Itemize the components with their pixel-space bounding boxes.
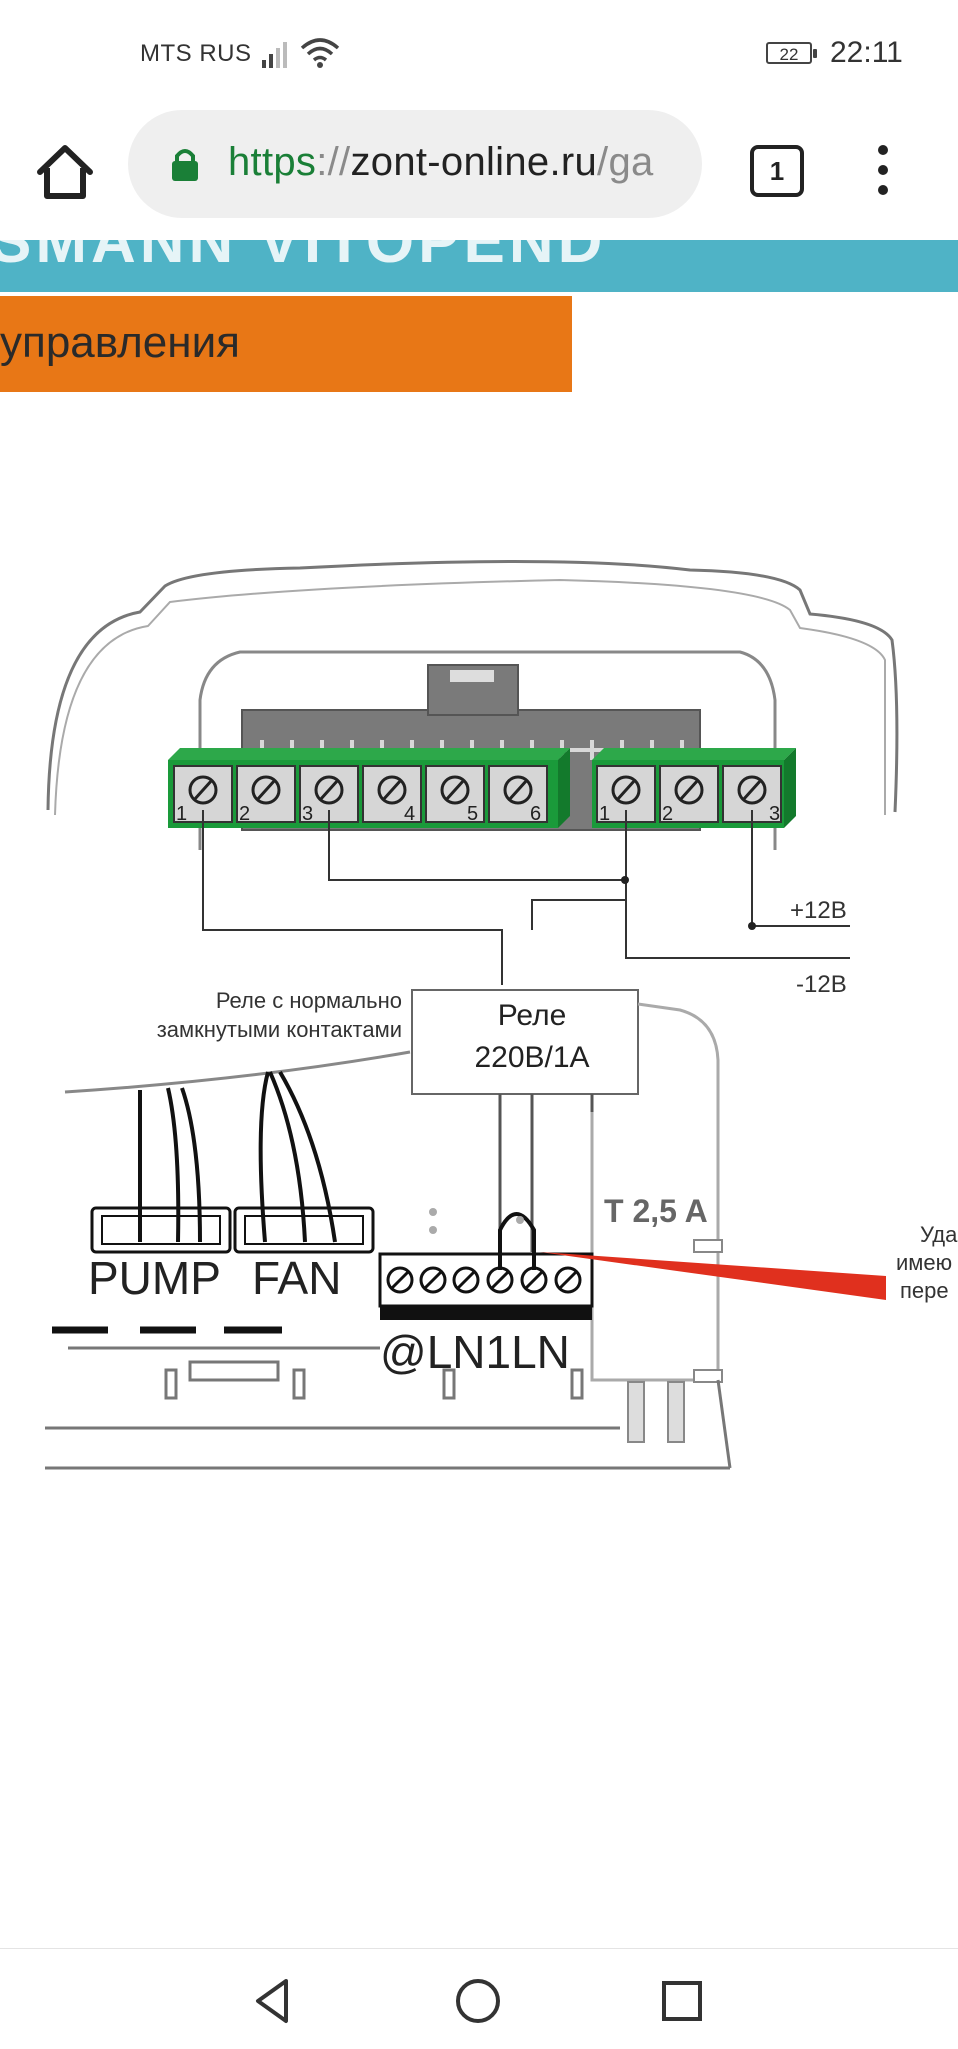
terminal-a-number: 1 xyxy=(176,803,187,825)
terminal-b-number: 2 xyxy=(662,803,673,825)
terminal-strip-label: @LN1LN xyxy=(380,1326,570,1378)
address-bar[interactable]: https://zont-online.ru/ga xyxy=(128,110,702,218)
relay-label-line2: 220В/1А xyxy=(474,1041,589,1074)
status-bar: MTS RUS 22 22:11 xyxy=(0,0,958,110)
terminal-block-a: 1 2 3 4 5 6 xyxy=(168,748,570,828)
relay-note-line1: Реле с нормально xyxy=(216,988,402,1013)
fuse-label: T 2,5 A xyxy=(604,1193,708,1229)
more-menu-icon[interactable] xyxy=(868,140,898,200)
relay-box xyxy=(411,989,639,1095)
home-circle-icon[interactable] xyxy=(450,1973,506,2029)
pump-label: PUMP xyxy=(88,1252,221,1304)
url-separator: :// xyxy=(316,140,351,184)
web-page: SMANN VITOPEND управления xyxy=(0,240,958,1948)
home-icon[interactable] xyxy=(30,138,100,208)
terminal-a-number: 3 xyxy=(302,803,313,825)
terminal-a-number: 2 xyxy=(239,803,250,825)
terminal-a-number: 6 xyxy=(530,803,541,825)
clock: 22:11 xyxy=(830,36,903,69)
url-path: /ga xyxy=(597,140,654,184)
section-header: управления xyxy=(0,296,572,392)
terminal-a-number: 5 xyxy=(467,803,478,825)
wiring-diagram: 1 2 3 4 5 6 1 2 3 xyxy=(45,559,958,1470)
tab-switcher-button[interactable]: 1 xyxy=(750,145,804,197)
section-title: управления xyxy=(0,318,240,367)
lock-icon xyxy=(172,149,198,181)
control-wires xyxy=(202,810,850,985)
mains-terminal-strip xyxy=(378,1212,594,1320)
url-text: https://zont-online.ru/ga xyxy=(228,140,654,185)
carrier-name: MTS RUS xyxy=(140,40,252,67)
controller-housing xyxy=(46,559,899,813)
plus-12v-label: +12В xyxy=(790,897,847,924)
terminal-block-b: 1 2 3 xyxy=(592,748,796,828)
side-note-line3: пере xyxy=(900,1278,949,1303)
battery-level: 22 xyxy=(779,45,799,64)
terminal-a-number: 4 xyxy=(404,803,415,825)
terminal-b-number: 3 xyxy=(769,803,780,825)
side-note-line1: Уда xyxy=(920,1222,958,1247)
banner-title: SMANN VITOPEND xyxy=(0,240,607,276)
url-host: zont-online.ru xyxy=(350,140,598,184)
terminal-b-number: 1 xyxy=(599,803,610,825)
side-note-line2: имею xyxy=(896,1250,952,1275)
navigation-bar xyxy=(0,1948,958,2049)
browser-toolbar: https://zont-online.ru/ga 1 xyxy=(0,110,958,240)
pump-connector xyxy=(90,1087,232,1254)
back-icon[interactable] xyxy=(246,1973,302,2029)
page-banner: SMANN VITOPEND xyxy=(0,240,958,292)
fan-label: FAN xyxy=(252,1252,341,1304)
fan-connector xyxy=(233,1070,375,1254)
recents-icon[interactable] xyxy=(654,1973,710,2029)
wifi-icon xyxy=(300,38,340,68)
signal-icon xyxy=(262,42,287,68)
url-scheme: https xyxy=(228,140,317,184)
battery-icon: 22 xyxy=(766,42,817,64)
minus-12v-label: -12В xyxy=(796,971,847,998)
relay-note-line2: замкнутыми контактами xyxy=(157,1017,402,1042)
relay-label-line1: Реле xyxy=(498,999,567,1032)
red-wire xyxy=(540,1252,886,1300)
